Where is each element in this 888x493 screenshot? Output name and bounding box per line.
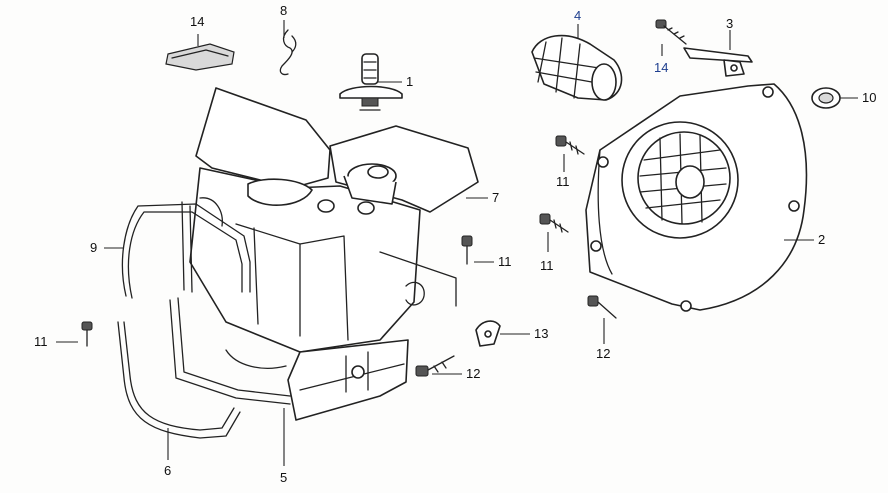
callout-12-shroud: 12 (596, 346, 610, 361)
callout-labels: 14 8 1 4 3 14 10 7 11 2 11 11 9 11 13 12… (34, 3, 876, 485)
leader-lines (56, 20, 858, 466)
callout-6-lower-frame: 6 (164, 463, 171, 478)
callout-9-frame: 9 (90, 240, 97, 255)
callout-11-upper: 11 (556, 174, 570, 189)
callout-3-latch: 3 (726, 16, 733, 31)
part-3-latch (683, 47, 753, 77)
bolt-12-shroud (587, 295, 617, 319)
callout-2-shroud: 2 (818, 232, 825, 247)
clip-13 (475, 320, 501, 347)
callout-7-flap: 7 (492, 190, 499, 205)
callout-4-filter: 4 (574, 8, 581, 23)
callout-11-middle: 11 (540, 258, 554, 273)
part-6-lower-frame (117, 297, 291, 439)
part-1-cap (339, 53, 403, 111)
part-14-pad (165, 43, 235, 71)
bolt-11-upper (555, 135, 585, 155)
part-4-filter (531, 34, 623, 101)
callout-13-clip: 13 (534, 326, 548, 341)
part-2-fan-shroud (585, 83, 808, 312)
callout-12-housing: 12 (466, 366, 480, 381)
callout-5-bracket: 5 (280, 470, 287, 485)
callout-14-screw: 14 (654, 60, 668, 75)
callout-11-housing: 11 (498, 254, 512, 269)
callout-11-left: 11 (34, 334, 48, 349)
bolt-11-housing (461, 235, 473, 265)
bolt-11-left (81, 321, 93, 347)
part-8-clip (279, 29, 297, 76)
screw-14 (655, 19, 687, 45)
bolt-11-middle (539, 213, 569, 233)
callout-8-clip: 8 (280, 3, 287, 18)
main-housing (189, 87, 479, 421)
part-10-grommet (811, 87, 841, 109)
callout-1-cap: 1 (406, 74, 413, 89)
part-9-tube-frame (121, 197, 251, 299)
bolt-12-housing (415, 355, 455, 377)
callout-10-grommet: 10 (862, 90, 876, 105)
callout-14-pad: 14 (190, 14, 204, 29)
